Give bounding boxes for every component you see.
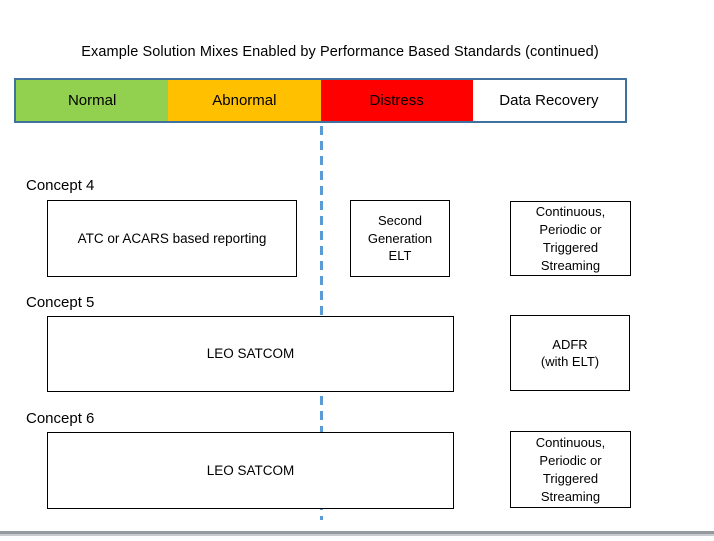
phase-segment-distress-label: Distress: [369, 92, 424, 109]
slide-title: Example Solution Mixes Enabled by Perfor…: [81, 44, 599, 60]
concept-4-box-second-gen-elt: Second Generation ELT: [350, 200, 450, 277]
concept-4-box-streaming: Continuous, Periodic or Triggered Stream…: [510, 201, 631, 276]
phase-segment-distress: Distress: [320, 80, 473, 121]
concept-4-box-atc-acars: ATC or ACARS based reporting: [47, 200, 297, 277]
phase-segment-data-recovery: Data Recovery: [472, 80, 625, 121]
concept-5-label: Concept 5: [26, 294, 95, 311]
concept-6-box-streaming: Continuous, Periodic or Triggered Stream…: [510, 431, 631, 508]
concept-6-box-leo-satcom: LEO SATCOM: [47, 432, 454, 509]
concept-5-box-adfr: ADFR (with ELT): [510, 315, 630, 391]
concept-4-label: Concept 4: [26, 177, 95, 194]
concept-5-box-leo-satcom: LEO SATCOM: [47, 316, 454, 392]
slide-bottom-edge-shadow: [0, 534, 714, 536]
concept-6-label: Concept 6: [26, 410, 95, 427]
phase-segment-normal-label: Normal: [67, 92, 117, 109]
phase-segment-abnormal-label: Abnormal: [212, 92, 277, 109]
phase-bar: Normal Abnormal Distress Data Recovery: [14, 78, 627, 123]
phase-segment-normal: Normal: [16, 80, 169, 121]
phase-segment-abnormal: Abnormal: [168, 80, 321, 121]
phase-segment-data-recovery-label: Data Recovery: [499, 92, 599, 109]
slide-bottom-edge: [0, 531, 714, 534]
